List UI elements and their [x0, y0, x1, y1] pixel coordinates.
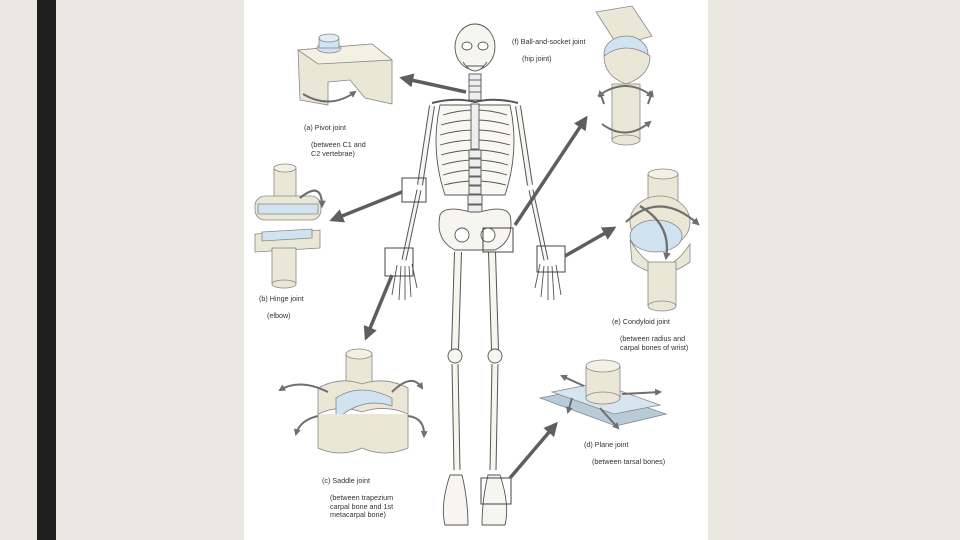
- pivot-joint-label: (a) Pivot joint (between C1 and C2 verte…: [304, 116, 366, 166]
- ball-socket-joint-label: (f) Ball-and-socket joint (hip joint): [512, 30, 586, 72]
- hinge-joint-title: (b) Hinge joint: [259, 294, 304, 304]
- hinge-joint-illustration: [254, 163, 326, 289]
- ball-socket-joint-title: (f) Ball-and-socket joint: [512, 37, 586, 47]
- ball-socket-joint-detail: (hip joint): [522, 54, 552, 64]
- condyloid-joint-title: (e) Condyloid joint: [612, 317, 670, 327]
- plane-joint-title: (d) Plane joint: [584, 440, 629, 450]
- skeleton-figure: [391, 23, 562, 526]
- hinge-joint-detail: (elbow): [267, 311, 291, 321]
- pivot-joint-detail: (between C1 and C2 vertebrae): [311, 140, 366, 158]
- condyloid-joint-illustration: [625, 168, 700, 312]
- hinge-joint-label: (b) Hinge joint (elbow): [259, 287, 304, 329]
- plane-joint-detail: (between tarsal bones): [592, 457, 666, 467]
- pivot-joint-title: (a) Pivot joint: [304, 123, 346, 133]
- pivot-joint-illustration: [296, 33, 394, 106]
- condyloid-joint-label: (e) Condyloid joint (between radius and …: [612, 310, 688, 360]
- condyloid-joint-detail: (between radius and carpal bones of wris…: [620, 334, 689, 352]
- ball-socket-joint-illustration: [595, 5, 654, 146]
- saddle-joint-illustration: [278, 348, 428, 454]
- accent-bar: [37, 0, 56, 540]
- plane-joint-label: (d) Plane joint (between tarsal bones): [584, 433, 665, 475]
- plane-joint-illustration: [538, 359, 668, 430]
- saddle-joint-detail: (between trapezium carpal bone and 1st m…: [330, 493, 394, 520]
- saddle-joint-title: (c) Saddle joint: [322, 476, 370, 486]
- saddle-joint-label: (c) Saddle joint (between trapezium carp…: [322, 469, 393, 528]
